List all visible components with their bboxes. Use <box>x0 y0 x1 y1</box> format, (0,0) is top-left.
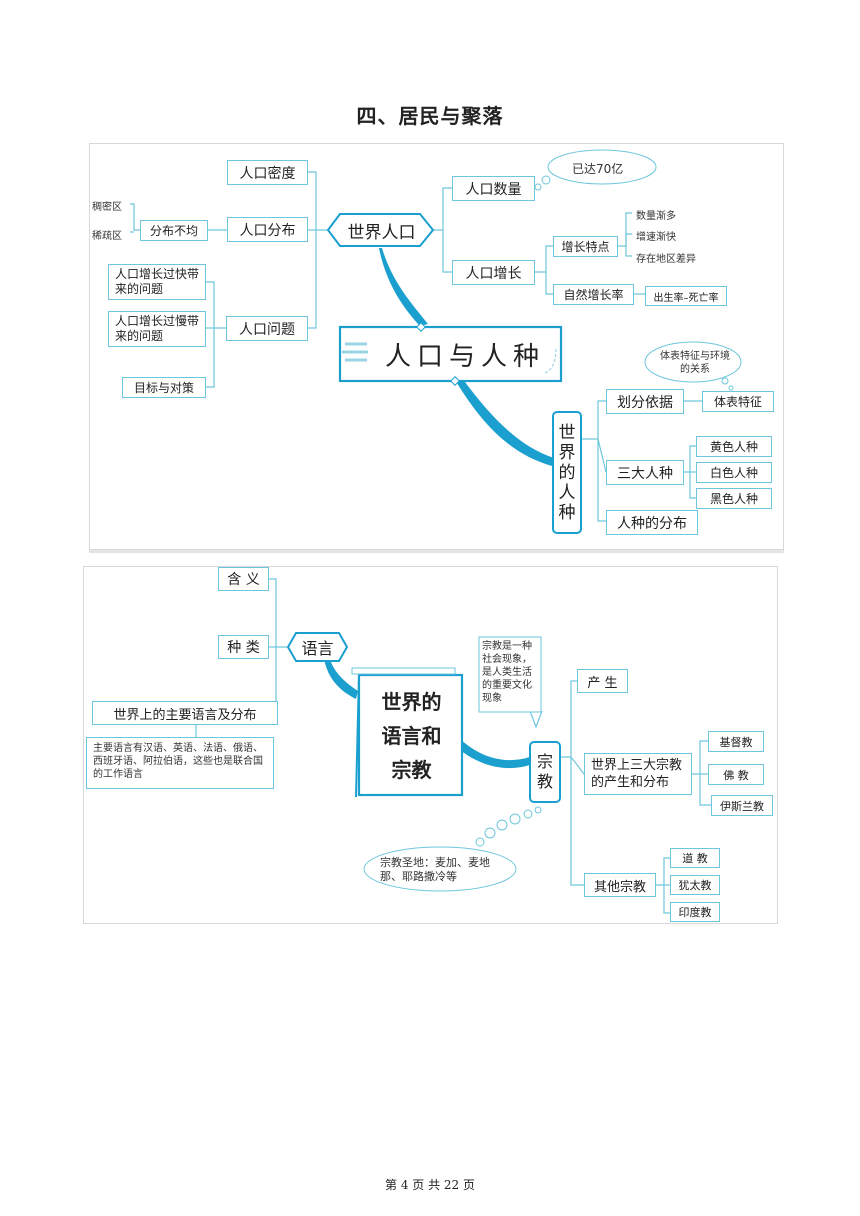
religion-item-node: 佛 教 <box>708 764 764 785</box>
center-line: 世界的 <box>381 690 442 714</box>
language-religion-mindmap: 含 义 种 类 语言 世界上的主要语言及分布 主要语言有汉语、英语、法语、俄语、… <box>83 566 778 924</box>
language-meaning-node: 含 义 <box>218 567 269 591</box>
mindmap-connectors <box>130 149 742 534</box>
center-line: 语言和 <box>381 724 442 748</box>
three-religions-node: 世界上三大宗教的产生和分布 <box>584 753 692 795</box>
population-bubble-text: 已达70亿 <box>572 162 624 176</box>
population-distribution-node: 人口分布 <box>227 217 308 242</box>
race-label-char: 界 <box>558 443 576 463</box>
population-quantity-node: 人口数量 <box>452 176 535 201</box>
population-density-node: 人口密度 <box>227 160 308 185</box>
world-population-node: 世界人口 <box>347 222 416 243</box>
growth-features-node: 增长特点 <box>553 236 618 257</box>
population-problems-node: 人口问题 <box>226 316 308 341</box>
natural-growth-formula-node: 出生率–死亡率 <box>645 286 727 306</box>
growth-feature-item: 存在地区差异 <box>636 254 696 265</box>
language-types-node: 种 类 <box>218 635 269 659</box>
religion-item-node: 基督教 <box>708 731 764 752</box>
center-topic-population-race: 人口与人种 <box>384 341 545 372</box>
mindmap-connectors <box>195 578 711 914</box>
classification-basis-node: 划分依据 <box>606 389 684 414</box>
race-item-node: 白色人种 <box>696 462 772 483</box>
race-item-node: 黄色人种 <box>696 436 772 457</box>
slow-growth-problems-node: 人口增长过慢带来的问题 <box>108 311 206 347</box>
other-religion-item: 道 教 <box>670 848 720 868</box>
race-label-char: 种 <box>558 503 576 523</box>
race-distribution-node: 人种的分布 <box>606 510 698 535</box>
page-footer: 第 4 页 共 22 页 <box>385 1178 475 1192</box>
religion-origin-node: 产 生 <box>577 669 628 693</box>
natural-growth-rate-node: 自然增长率 <box>553 284 634 305</box>
center-topic-language-religion: 世界的 语言和 宗教 <box>364 682 459 790</box>
main-languages-node: 世界上的主要语言及分布 <box>92 701 278 725</box>
holy-places-bubble-text: 宗教圣地：麦加、麦地那、耶路撒冷等 <box>380 856 490 883</box>
fast-growth-problems-node: 人口增长过快带来的问题 <box>108 264 206 300</box>
population-race-mindmap: 世界人口 人口与人种 人口密度 人口分布 分布不均 稠密区 稀疏区 人口问题 人… <box>89 143 784 550</box>
religion-definition-note: 宗教是一种社会现象，是人类生活的重要文化现象 <box>482 641 532 704</box>
main-languages-note: 主要语言有汉语、英语、法语、俄语、西班牙语、阿拉伯语，这些也是联合国的工作语言 <box>86 737 274 789</box>
center-line: 宗教 <box>391 758 432 782</box>
race-item-node: 黑色人种 <box>696 488 772 509</box>
page-title: 四、居民与聚落 <box>356 104 504 128</box>
religion-label-char: 宗 <box>536 752 553 771</box>
race-label-char: 人 <box>558 483 576 503</box>
race-label-char: 的 <box>558 463 576 483</box>
religion-item-node: 伊斯兰教 <box>711 795 773 816</box>
race-label-char: 世 <box>558 423 576 443</box>
religion-node: 宗 教 <box>530 744 560 800</box>
other-religion-item: 犹太教 <box>670 875 720 895</box>
population-growth-node: 人口增长 <box>452 260 535 285</box>
goals-measures-node: 目标与对策 <box>122 377 206 398</box>
three-races-node: 三大人种 <box>606 460 684 485</box>
uneven-distribution-node: 分布不均 <box>140 220 208 241</box>
race-bubble-text: 体表特征与环境的关系 <box>660 351 730 375</box>
sparse-area-label: 稀疏区 <box>92 231 122 242</box>
language-node: 语言 <box>301 639 334 658</box>
growth-feature-item: 数量渐多 <box>636 211 676 222</box>
dense-area-label: 稠密区 <box>92 202 122 213</box>
body-features-node: 体表特征 <box>702 391 774 412</box>
other-religion-item: 印度教 <box>670 902 720 922</box>
world-races-node: 世 界 的 人 种 <box>553 414 581 532</box>
other-religions-node: 其他宗教 <box>584 873 656 897</box>
growth-feature-item: 增速渐快 <box>636 232 676 243</box>
religion-label-char: 教 <box>536 772 553 791</box>
